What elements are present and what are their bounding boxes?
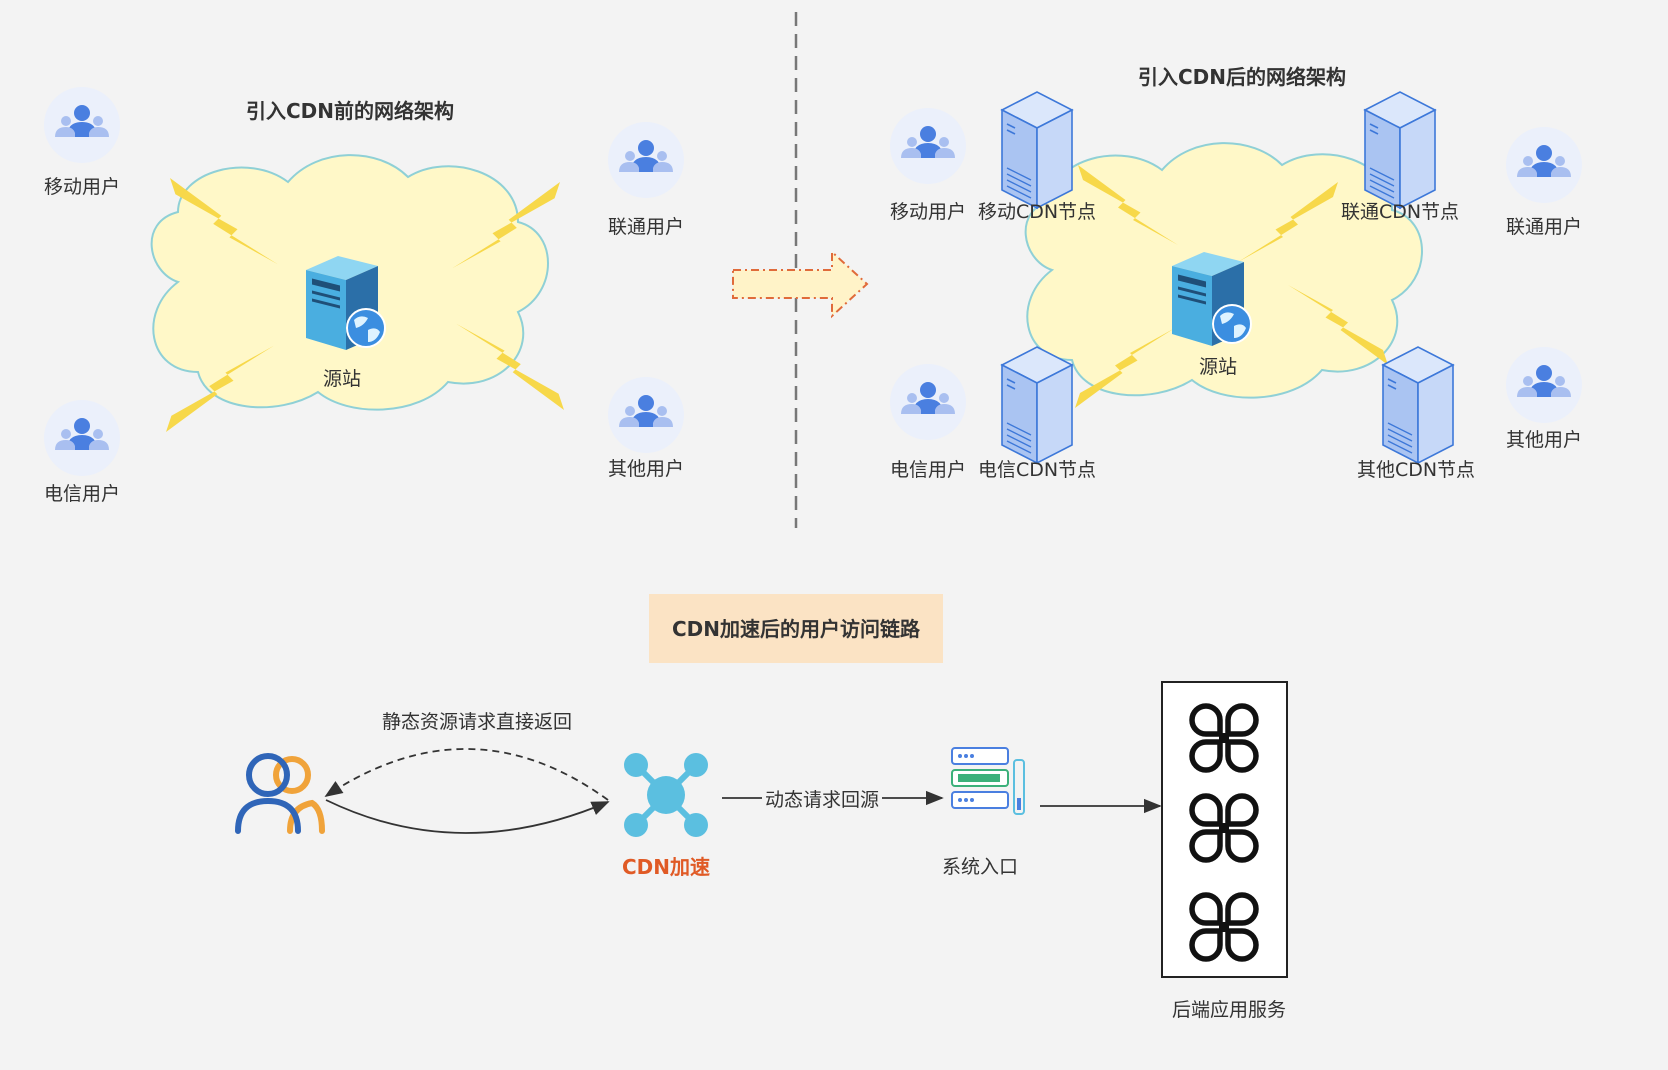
before-cdn-title: 引入CDN前的网络架构 (246, 99, 454, 123)
after-cdn-section: 引入CDN后的网络架构 源站 移动CDN节点 联通CDN节点 电信CDN节点 其… (890, 65, 1582, 481)
telecom-cdn-node-label: 电信CDN节点 (978, 459, 1096, 481)
after-other-user-icon (1506, 347, 1582, 423)
mobile-cdn-node-label: 移动CDN节点 (978, 201, 1096, 223)
transition-arrow (732, 249, 869, 319)
after-telecom-user-icon (890, 364, 966, 440)
request-solid-arrow (325, 799, 610, 834)
after-origin-server-icon (1171, 251, 1252, 347)
after-cdn-title: 引入CDN后的网络架构 (1138, 65, 1346, 89)
other-cdn-node-label: 其他CDN节点 (1357, 459, 1475, 481)
unicom-cdn-node-label: 联通CDN节点 (1341, 201, 1459, 223)
access-chain-section: CDN加速后的用户访问链路 静态资源请求直接返回 CDN加速 动态请求回源 (235, 594, 1288, 1021)
static-return-label: 静态资源请求直接返回 (382, 711, 572, 733)
other-cdn-node-icon (1382, 346, 1454, 464)
before-telecom-user-label: 电信用户 (44, 483, 120, 505)
after-origin-label: 源站 (1199, 356, 1237, 378)
after-unicom-user-label: 联通用户 (1506, 216, 1582, 238)
after-telecom-user-label: 电信用户 (890, 459, 966, 481)
access-chain-title-box (649, 594, 943, 663)
cdn-accelerate-icon (624, 753, 708, 837)
before-mobile-user-icon (44, 87, 120, 163)
before-origin-label: 源站 (323, 368, 361, 390)
after-unicom-user-icon (1506, 127, 1582, 203)
before-telecom-user-icon (44, 400, 120, 476)
system-entry-label: 系统入口 (942, 856, 1018, 878)
after-mobile-user-icon (890, 108, 966, 184)
unicom-cdn-node-icon (1364, 91, 1436, 209)
dynamic-label-bg (762, 784, 882, 812)
cdn-accelerate-label: CDN加速 (622, 855, 710, 879)
before-mobile-user-label: 移动用户 (44, 176, 120, 198)
before-unicom-user-icon (608, 122, 684, 198)
before-cdn-section: 引入CDN前的网络架构 源站 移动用户 联通用户 电信用户 其他用户 (44, 87, 684, 505)
access-chain-title: CDN加速后的用户访问链路 (672, 617, 921, 641)
end-user-icon (235, 753, 325, 834)
origin-server-icon (305, 255, 386, 351)
dynamic-request-label: 动态请求回源 (765, 789, 879, 811)
mobile-cdn-node-icon (1001, 91, 1073, 209)
after-other-user-label: 其他用户 (1506, 429, 1582, 451)
system-entry-icon (951, 747, 1025, 815)
before-other-user-icon (608, 377, 684, 453)
telecom-cdn-node-icon (1001, 346, 1073, 464)
before-unicom-user-label: 联通用户 (608, 216, 684, 238)
backend-service-label: 后端应用服务 (1172, 999, 1286, 1021)
static-return-dashed-arrow (324, 748, 609, 801)
before-other-user-label: 其他用户 (608, 458, 684, 480)
after-mobile-user-label: 移动用户 (890, 201, 966, 223)
